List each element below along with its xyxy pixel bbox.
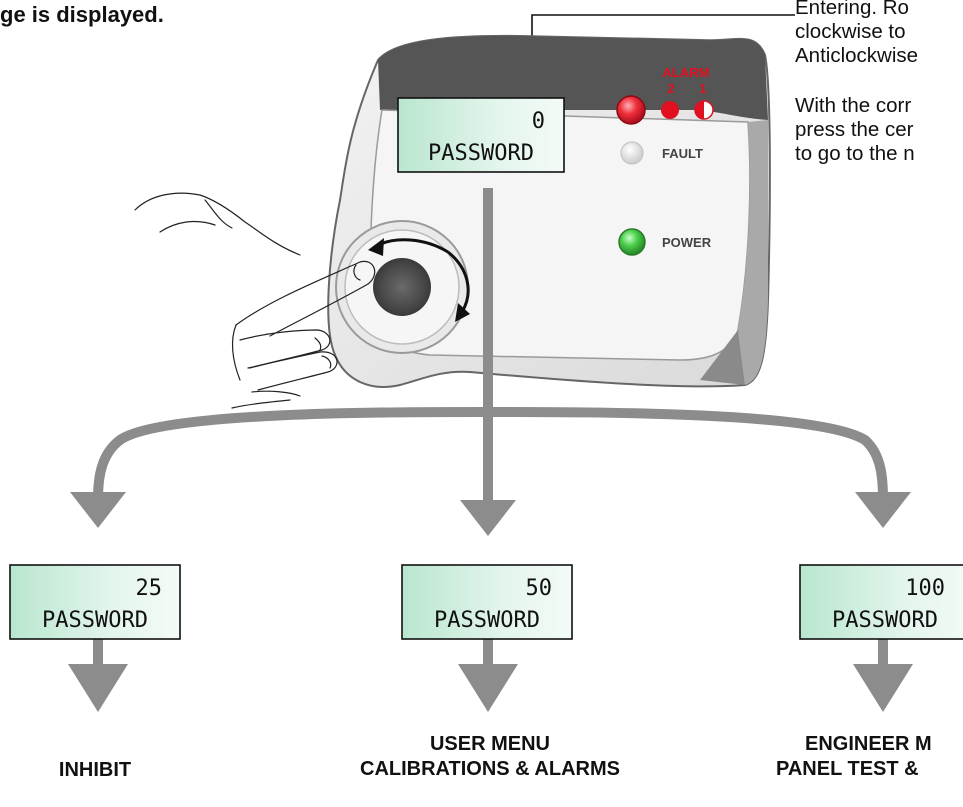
menu-label-user: USER MENU	[429, 733, 550, 755]
password-display-50: 50 PASSWORD	[401, 564, 573, 640]
alarm-label: ALARM	[663, 65, 710, 80]
instruction-line-4: With the corr	[795, 94, 912, 117]
rotate-arrow-icon	[368, 238, 470, 322]
flow-arrow-icon	[68, 492, 913, 712]
password-value-25: 25	[136, 576, 163, 601]
rotary-knob-icon[interactable]	[335, 220, 469, 354]
menu-label-engineer-sub: PANEL TEST &	[776, 758, 919, 780]
hand-icon	[134, 192, 376, 409]
alarm-led-main	[616, 95, 646, 125]
power-label: POWER	[662, 235, 712, 250]
main-display: 0 PASSWORD	[397, 97, 565, 173]
main-display-label: PASSWORD	[428, 141, 534, 166]
password-label-25: PASSWORD	[42, 608, 148, 633]
instruction-line-1: Entering. Ro	[795, 0, 909, 19]
page-heading: ge is displayed.	[0, 2, 164, 27]
fault-led	[620, 141, 644, 165]
instruction-line-2: clockwise to	[795, 20, 906, 43]
fault-label: FAULT	[662, 146, 703, 161]
alarm-1-led	[694, 100, 714, 120]
instruction-line-5: press the cer	[795, 118, 914, 141]
alarm-1-label: 1	[699, 81, 706, 96]
main-display-value: 0	[532, 109, 545, 134]
password-label-100: PASSWORD	[832, 608, 938, 633]
power-led	[618, 228, 646, 256]
password-label-50: PASSWORD	[434, 608, 540, 633]
alarm-2-label: 2	[667, 81, 674, 96]
password-value-50: 50	[526, 576, 553, 601]
instruction-line-3: Anticlockwise	[795, 44, 919, 67]
password-value-100: 100	[905, 576, 945, 601]
menu-label-user-sub: CALIBRATIONS & ALARMS	[360, 758, 620, 780]
menu-label-engineer: ENGINEER M	[805, 733, 932, 755]
password-display-25: 25 PASSWORD	[9, 564, 181, 640]
menu-label-inhibit: INHIBIT	[58, 759, 132, 781]
instruction-line-6: to go to the n	[795, 142, 915, 165]
password-display-100: 100 PASSWORD	[799, 564, 963, 640]
flow-arrows	[93, 188, 888, 668]
alarm-2-led	[661, 101, 679, 119]
